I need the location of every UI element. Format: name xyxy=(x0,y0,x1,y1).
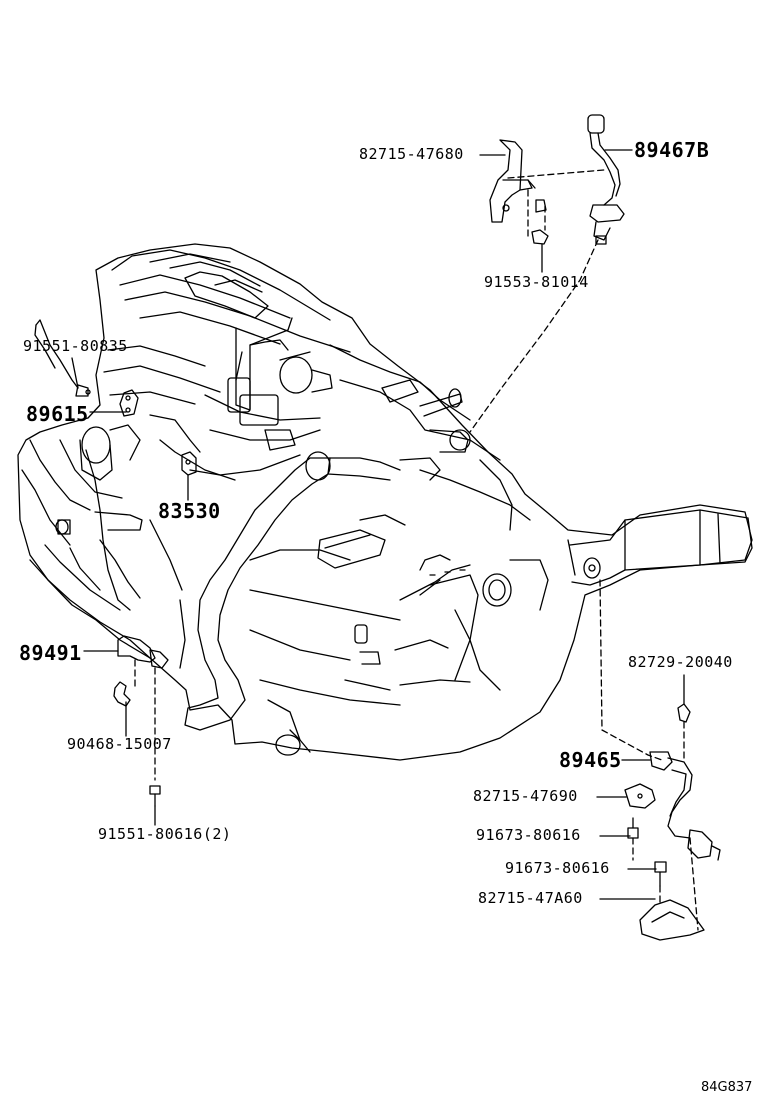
engine-assembly xyxy=(18,244,752,760)
part-label-89615: 89615 xyxy=(26,402,89,426)
part-label-91673-80616-upper: 91673-80616 xyxy=(476,826,581,844)
part-label-89465: 89465 xyxy=(559,748,622,772)
upper-oxygen-sensor-group xyxy=(470,115,624,432)
part-label-91551-80616: 91551-80616(2) xyxy=(98,825,232,843)
part-label-91553-81014: 91553-81014 xyxy=(484,273,589,291)
part-label-89491: 89491 xyxy=(19,641,82,665)
lower-oxygen-sensor-group xyxy=(600,580,720,940)
part-label-90468-15007: 90468-15007 xyxy=(67,735,172,753)
part-label-89467b: 89467B xyxy=(634,138,710,162)
leader-lines xyxy=(72,150,684,899)
part-label-91551-80835: 91551-80835 xyxy=(23,337,128,355)
left-sensor-group xyxy=(35,320,196,475)
part-label-83530: 83530 xyxy=(158,499,221,523)
part-label-82715-47690: 82715-47690 xyxy=(473,787,578,805)
part-label-82729-20040: 82729-20040 xyxy=(628,653,733,671)
part-label-82715-47680: 82715-47680 xyxy=(359,145,464,163)
part-label-91673-80616-lower: 91673-80616 xyxy=(505,859,610,877)
part-label-82715-47a60: 82715-47A60 xyxy=(478,889,583,907)
lower-left-sensor-group xyxy=(86,450,168,806)
figure-code: 84G837 xyxy=(701,1080,753,1095)
